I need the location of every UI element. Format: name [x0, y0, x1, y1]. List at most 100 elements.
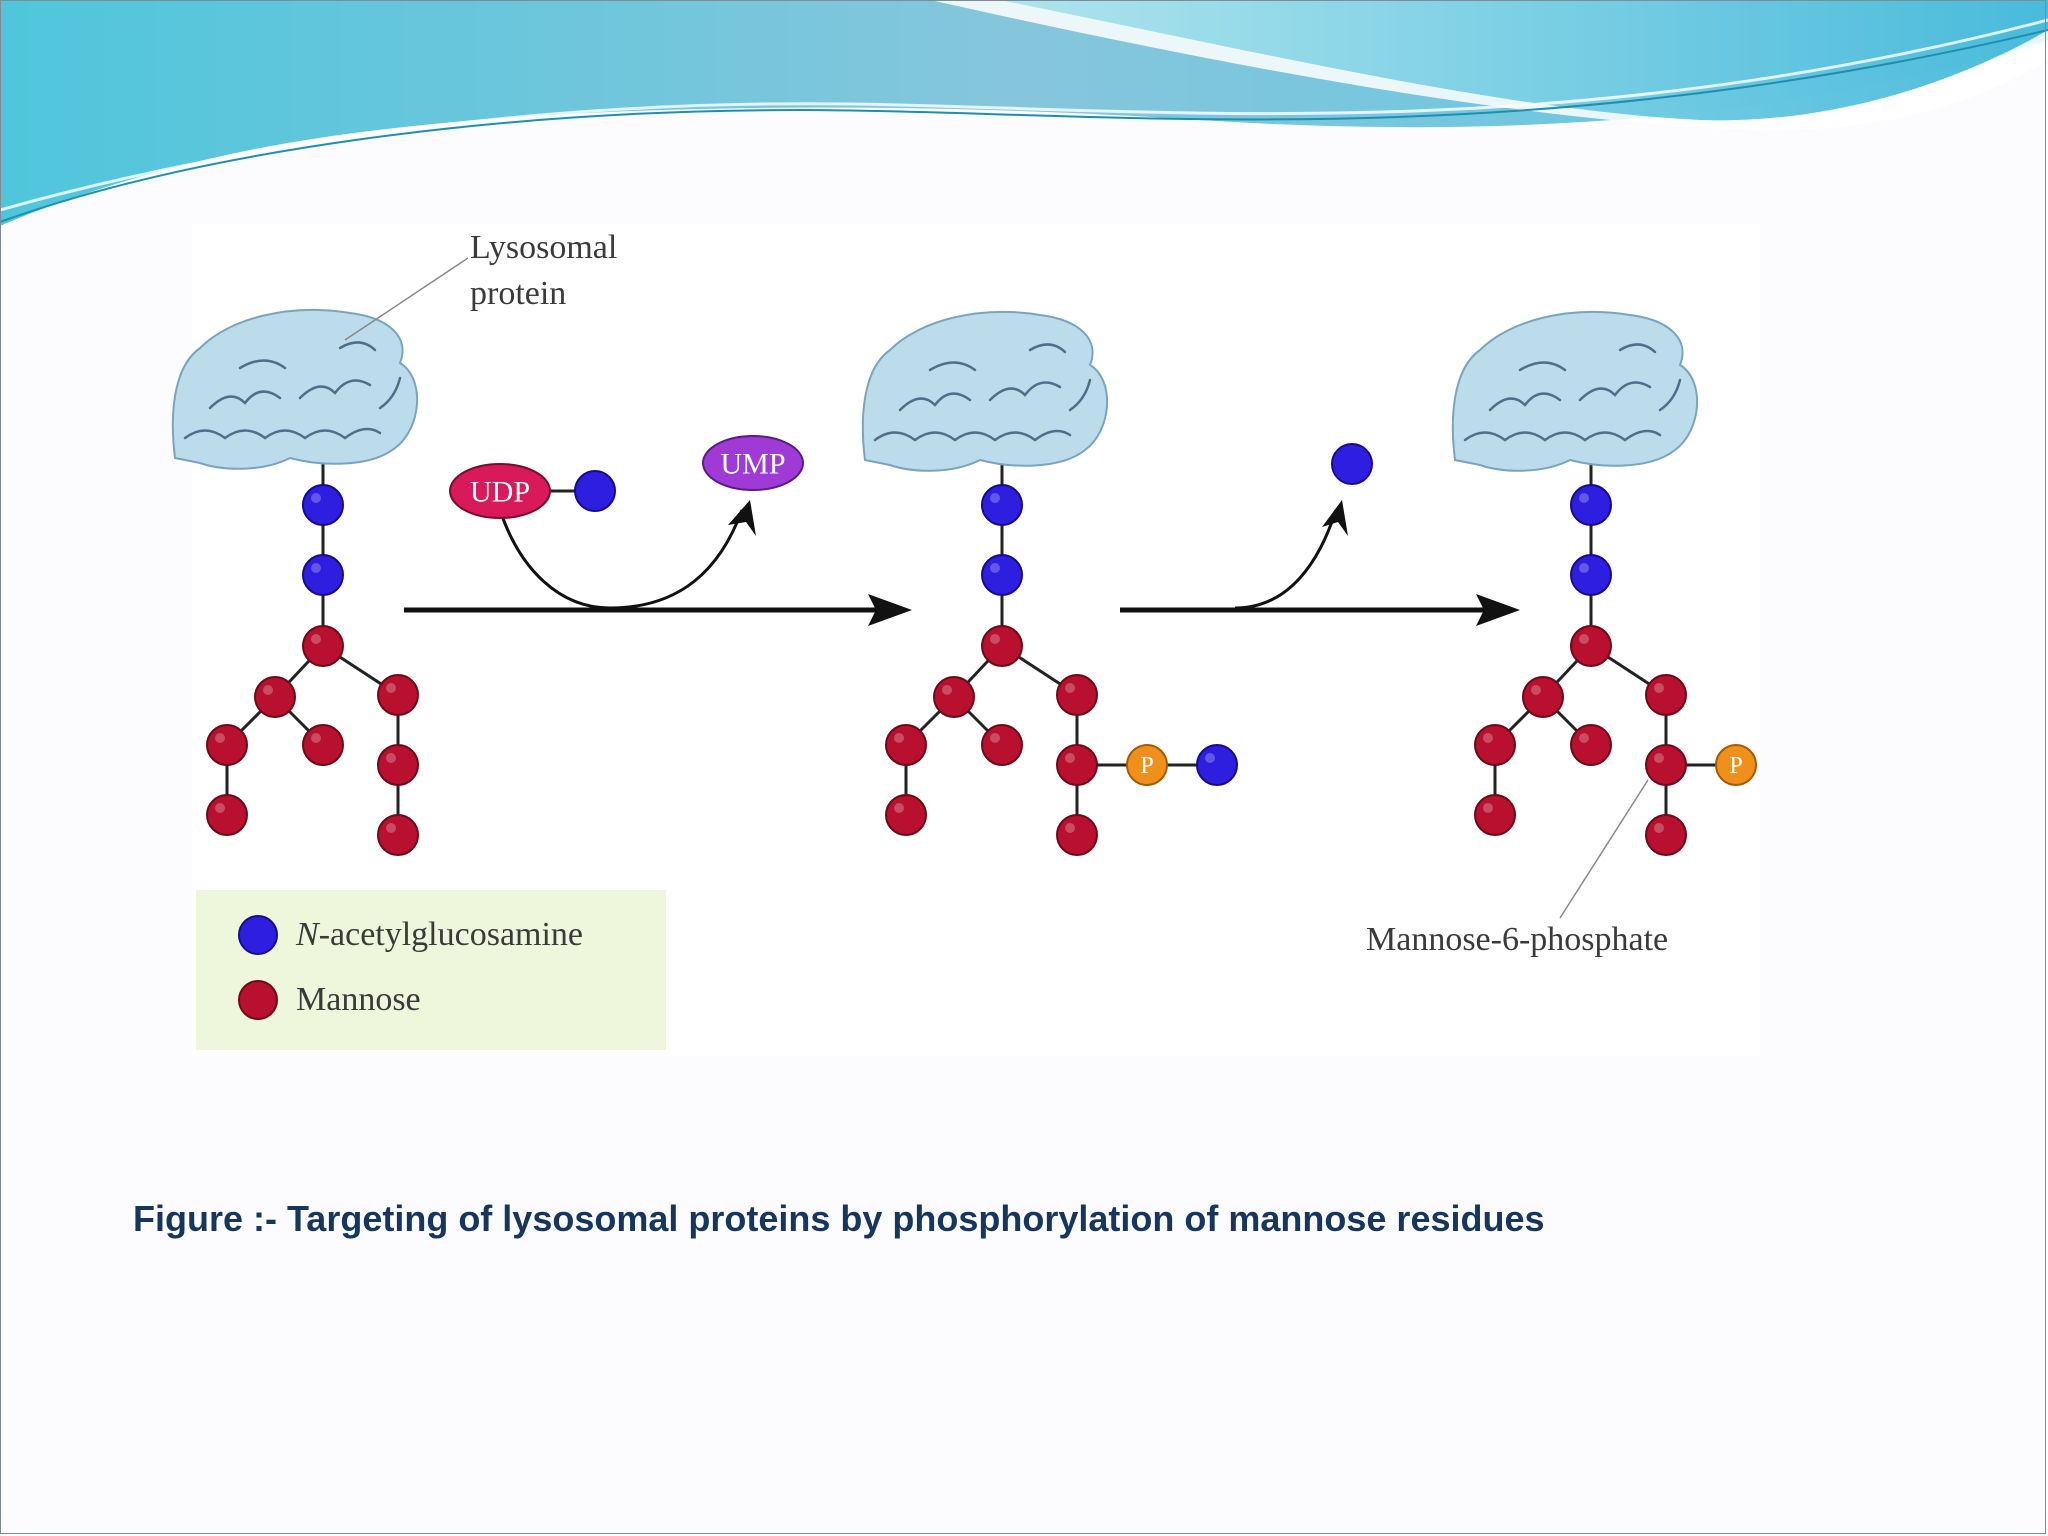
protein-3-fold — [1518, 361, 1567, 372]
mannose-residue-shine — [215, 803, 225, 813]
udp-to-ump-curve — [498, 509, 744, 610]
udp-pill — [449, 463, 551, 519]
n-acetylglucosamine-residue-shine — [311, 563, 321, 573]
mannose-6-phosphate-pointer — [1559, 779, 1649, 919]
protein-2-fold — [988, 381, 1062, 402]
n-acetylglucosamine-residue — [302, 484, 344, 526]
mannose-residue-shine — [1065, 683, 1075, 693]
mannose-residue — [1645, 744, 1687, 786]
protein-2-fold — [1028, 343, 1067, 354]
mannose-residue-shine — [1483, 733, 1493, 743]
mannose-residue-shine — [386, 753, 396, 763]
protein-2-body — [861, 310, 1109, 472]
release-curve-head — [1322, 500, 1348, 536]
n-acetylglucosamine-residue — [1570, 484, 1612, 526]
released-n-acetylglucosamine — [1331, 443, 1373, 485]
protein-3-fold — [1488, 392, 1562, 412]
mannose-residue-shine — [1579, 634, 1589, 644]
mannose-residue — [1056, 744, 1098, 786]
mannose-residue — [206, 724, 248, 766]
protein-3 — [1451, 310, 1699, 472]
mannose-residue-shine — [386, 683, 396, 693]
phosphate-residue — [1715, 744, 1757, 786]
mannose-residue — [1570, 724, 1612, 766]
protein-3-body — [1451, 310, 1699, 472]
reaction-arrow-2-head — [1476, 594, 1520, 626]
mannose-residue — [1522, 676, 1564, 718]
mannose-residue — [1474, 724, 1516, 766]
mannose-residue-shine — [1065, 753, 1075, 763]
mannose-residue-shine — [263, 685, 273, 695]
mannose-residue — [302, 625, 344, 667]
n-acetylglucosamine-residue-shine — [1205, 753, 1215, 763]
mannose-residue-shine — [990, 634, 1000, 644]
release-curve — [1234, 509, 1338, 610]
protein-1-fold — [338, 341, 377, 352]
mannose-residue-shine — [1531, 685, 1541, 695]
ump-product: UMP — [702, 435, 804, 491]
mannose-residue-shine — [942, 685, 952, 695]
protein-3-fold — [1658, 378, 1682, 412]
protein-3-fold — [1618, 343, 1657, 354]
udp-n-acetylglucosamine: UDP — [449, 463, 616, 519]
figure-caption: Figure :- Targeting of lysosomal protein… — [133, 1198, 1545, 1239]
ump-label: UMP — [720, 448, 785, 481]
mannose-residue-shine — [1579, 733, 1589, 743]
lysosomal-protein-pointer — [344, 257, 469, 341]
mannose-residue-shine — [215, 733, 225, 743]
n-acetylglucosamine-residue — [1196, 744, 1238, 786]
protein-3-fold — [1578, 381, 1652, 402]
mannose-residue — [377, 814, 419, 856]
legend-item-n-acetylglucosamine: N-acetylglucosamine — [238, 912, 583, 958]
mannose-residue — [1645, 674, 1687, 716]
protein-2-fold — [1068, 378, 1092, 412]
mannose-residue — [981, 625, 1023, 667]
protein-1-body — [171, 308, 419, 470]
n-acetylglucosamine-residue — [574, 470, 616, 512]
phosphate-label: P — [1729, 753, 1742, 779]
phosphate-label: P — [1140, 753, 1153, 779]
protein-2-fold — [928, 361, 977, 372]
mannose-residue-shine — [1654, 823, 1664, 833]
legend-box — [196, 890, 666, 1050]
protein-2-fold — [873, 429, 1072, 442]
udp-label: UDP — [470, 476, 530, 509]
mannose-residue-shine — [1483, 803, 1493, 813]
legend-dot-nag — [238, 915, 278, 955]
mannose-residue-shine — [311, 634, 321, 644]
legend-label-nag: N-acetylglucosamine — [296, 916, 584, 953]
n-acetylglucosamine-residue-shine — [311, 493, 321, 503]
lysosomal-protein-label-line2: protein — [470, 275, 567, 312]
mannose-residue — [885, 724, 927, 766]
legend-item-mannose: Mannose — [238, 977, 421, 1023]
arrows — [404, 500, 1520, 626]
mannose-residue — [1474, 794, 1516, 836]
mannose-residue — [377, 744, 419, 786]
mannose-residue-shine — [386, 823, 396, 833]
mannose-residue — [1645, 814, 1687, 856]
mannose-residue-shine — [894, 803, 904, 813]
n-acetylglucosamine-residue-shine — [1579, 493, 1589, 503]
n-acetylglucosamine-residue — [1570, 554, 1612, 596]
header-wave-decoration — [0, 0, 2048, 226]
ump-pill — [702, 435, 804, 491]
lysosomal-protein-label: Lysosomal — [470, 229, 618, 266]
n-acetylglucosamine-residue-shine — [990, 493, 1000, 503]
extras: UDP UMP — [344, 257, 1649, 919]
mannose-residue — [1570, 625, 1612, 667]
proteins — [171, 308, 1699, 472]
mannose-residue-shine — [1654, 683, 1664, 693]
n-acetylglucosamine-residue — [981, 484, 1023, 526]
protein-1-fold — [378, 376, 402, 410]
mannose-residue — [885, 794, 927, 836]
protein-3-fold — [1463, 429, 1662, 442]
mannose-residue-shine — [894, 733, 904, 743]
mannose-residue — [254, 676, 296, 718]
protein-1-fold — [208, 390, 282, 410]
protein-2 — [861, 310, 1109, 472]
mannose-residue-shine — [311, 733, 321, 743]
mannose-residue — [933, 676, 975, 718]
mannose-6-phosphate-label: Mannose-6-phosphate — [1366, 921, 1669, 958]
phosphate-residue — [1126, 744, 1168, 786]
